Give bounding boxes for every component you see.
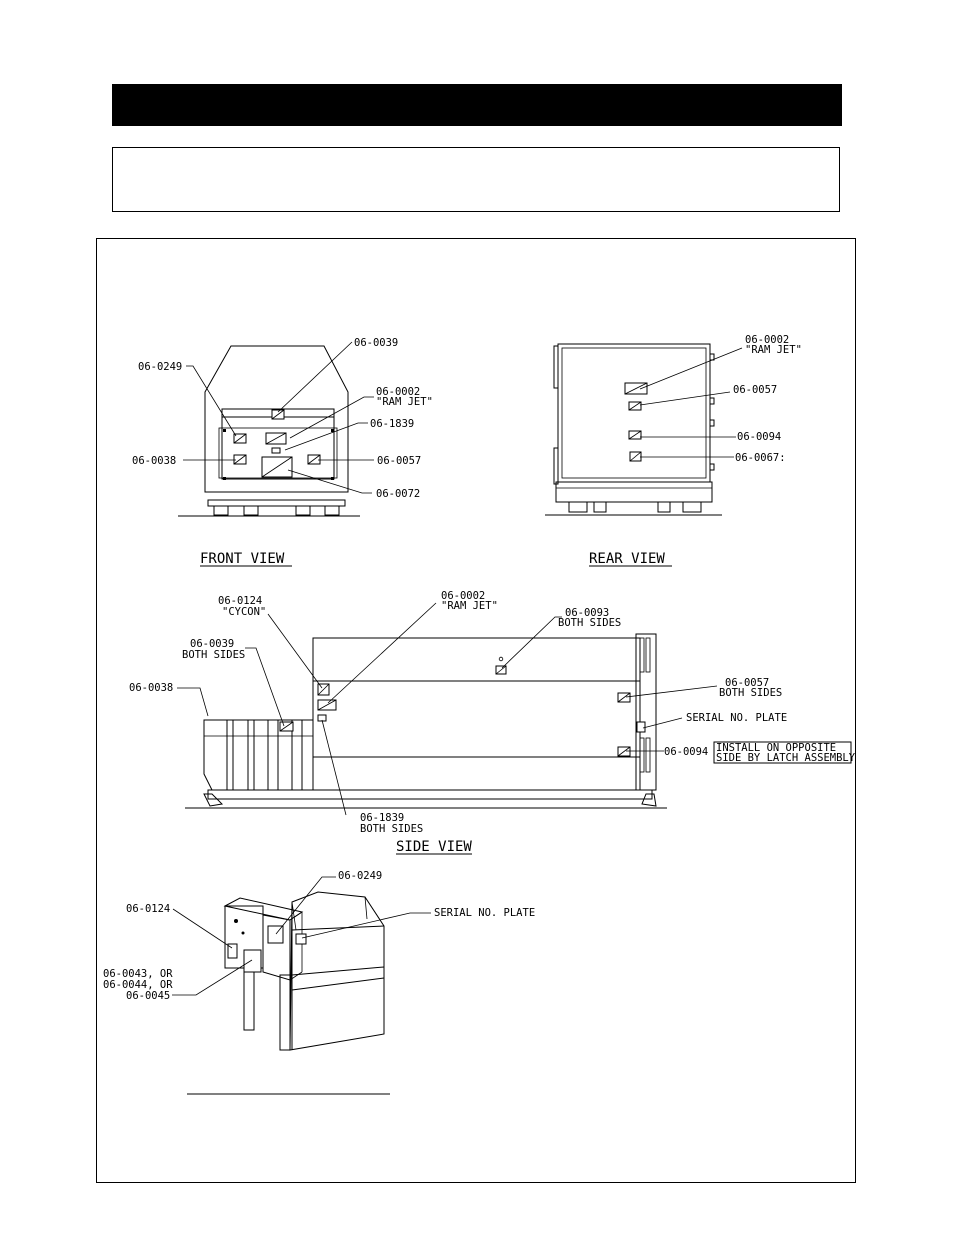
iso-label-06-0043: 06-0043, OR	[103, 968, 173, 980]
side-view: INSTALL ON OPPOSITE SIDE BY LATCH ASSEMB…	[129, 590, 856, 855]
front-view: 06-0249 06-0039 06-0002 "RAM JET" 06-183…	[132, 337, 433, 567]
side-label-06-0057-both-sides: BOTH SIDES	[719, 687, 782, 699]
side-label-06-1839-both-sides: BOTH SIDES	[360, 823, 423, 835]
side-label-06-0093: 06-0093	[565, 607, 609, 619]
front-label-06-1839: 06-1839	[370, 418, 414, 430]
front-label-06-0039: 06-0039	[354, 337, 398, 349]
side-label-serial-plate: SERIAL NO. PLATE	[686, 712, 787, 724]
side-label-06-0002: 06-0002	[441, 590, 485, 602]
iso-label-06-0045: 06-0045	[126, 990, 170, 1002]
side-note-line-1: INSTALL ON OPPOSITE	[716, 742, 836, 754]
side-label-06-0038: 06-0038	[129, 682, 173, 694]
isometric-view: 06-0249 06-0124 SERIAL NO. PLATE 06-0043…	[103, 870, 535, 1051]
side-note-line-2: SIDE BY LATCH ASSEMBLY	[716, 752, 856, 764]
iso-label-06-0124: 06-0124	[126, 903, 170, 915]
front-label-06-0249: 06-0249	[138, 361, 182, 373]
side-label-06-0094: 06-0094	[664, 746, 708, 758]
front-label-06-0057: 06-0057	[377, 455, 421, 467]
side-label-06-0057: 06-0057	[725, 677, 769, 689]
rear-label-06-0057: 06-0057	[733, 384, 777, 396]
rear-view: 06-0002 "RAM JET" 06-0057 06-0094 06-006…	[545, 334, 802, 567]
front-view-title: FRONT VIEW	[200, 551, 285, 567]
rear-label-ram-jet: "RAM JET"	[745, 344, 802, 356]
side-label-06-1839: 06-1839	[360, 812, 404, 824]
rear-label-06-0067: 06-0067:	[735, 452, 786, 464]
rear-label-06-0094: 06-0094	[737, 431, 781, 443]
front-label-06-0072: 06-0072	[376, 488, 420, 500]
side-label-06-0039-both-sides: BOTH SIDES	[182, 649, 245, 661]
front-label-ram-jet: "RAM JET"	[376, 396, 433, 408]
drawing-frame	[96, 238, 856, 1183]
iso-label-06-0044: 06-0044, OR	[103, 979, 173, 991]
front-label-06-0002: 06-0002	[376, 386, 420, 398]
side-label-06-0124: 06-0124	[218, 595, 262, 607]
side-label-06-0039: 06-0039	[190, 638, 234, 650]
side-view-title: SIDE VIEW	[396, 839, 472, 855]
iso-label-06-0249: 06-0249	[338, 870, 382, 882]
side-label-06-0093-both-sides: BOTH SIDES	[558, 617, 621, 629]
front-label-06-0038: 06-0038	[132, 455, 176, 467]
rear-label-06-0002: 06-0002	[745, 334, 789, 346]
iso-label-serial-plate: SERIAL NO. PLATE	[434, 907, 535, 919]
side-label-cycon: "CYCON"	[222, 606, 266, 618]
side-label-ram-jet: "RAM JET"	[441, 600, 498, 612]
rear-view-title: REAR VIEW	[589, 551, 665, 567]
section-title-bar	[112, 84, 842, 126]
notice-box	[112, 147, 840, 212]
